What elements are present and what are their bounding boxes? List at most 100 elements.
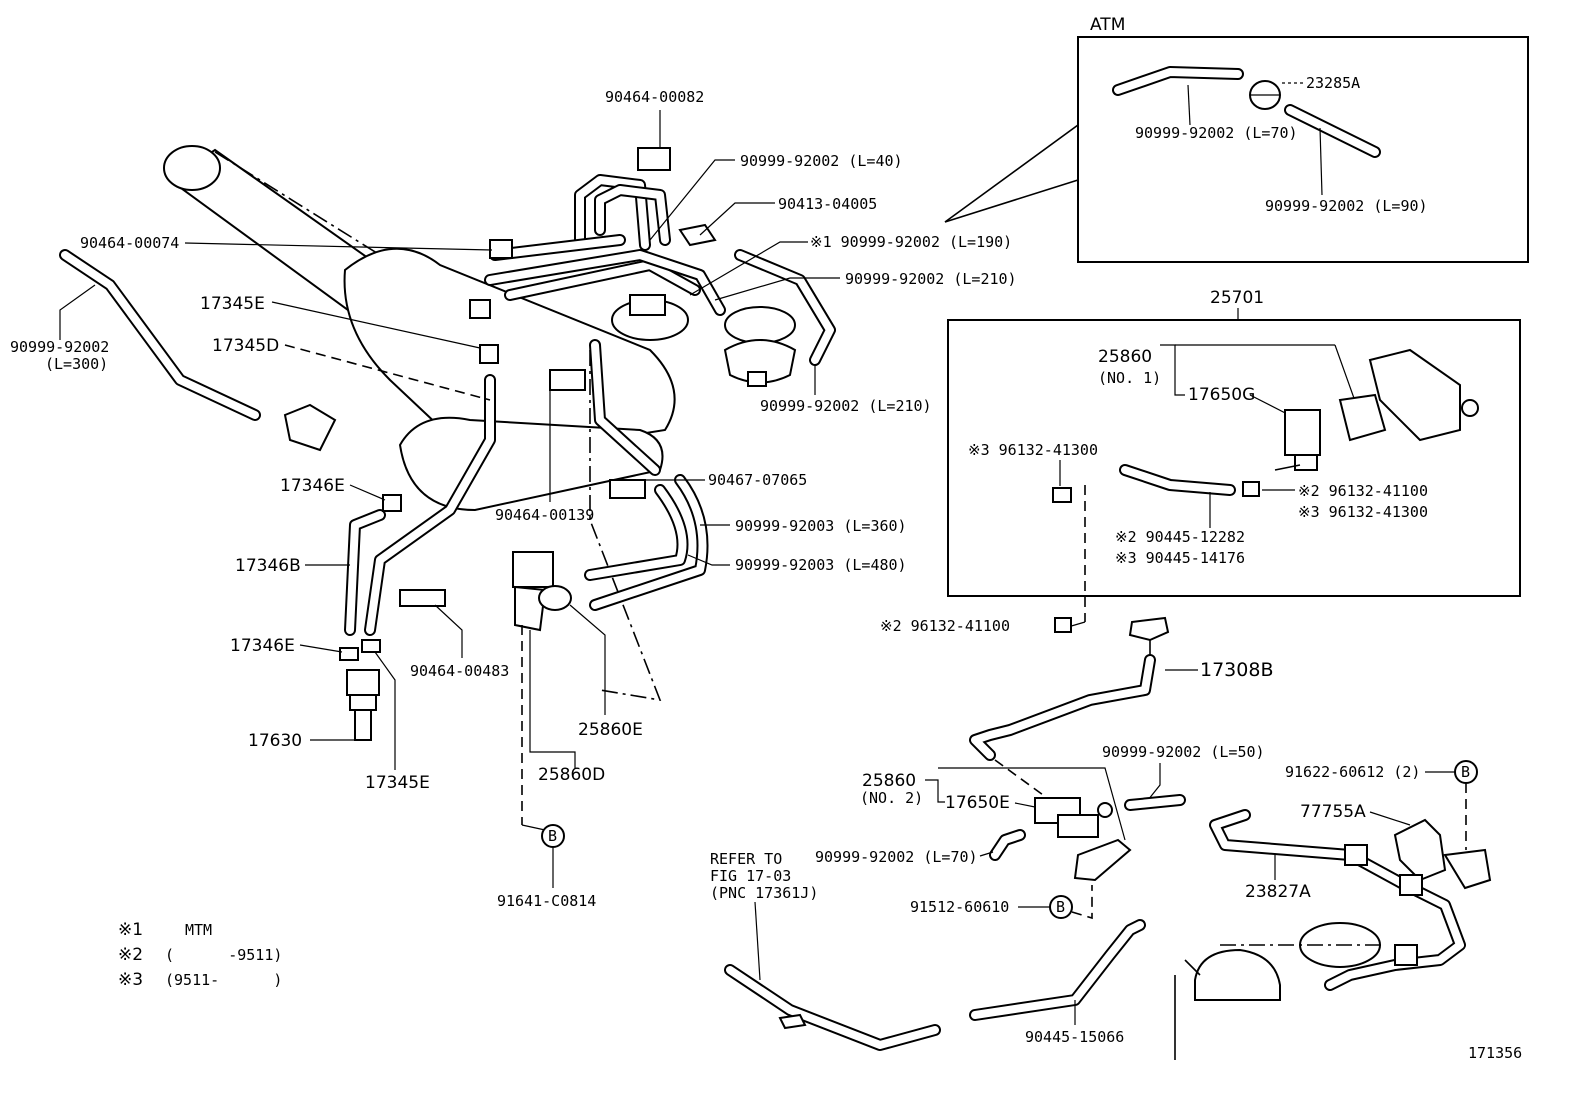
- label-l210b: 90999-92002 (L=210): [760, 397, 932, 415]
- clamp-96132-top: [1052, 487, 1072, 503]
- legend-text-2: ( -9511): [165, 946, 282, 964]
- legend-mark-3: ※3: [118, 970, 143, 990]
- leader-25860-no2: [938, 767, 1126, 841]
- label-90464-00074: 90464-00074: [80, 234, 179, 252]
- atm-valve-23285A: [1249, 80, 1281, 110]
- leader-17346E-bot: [299, 644, 343, 653]
- label-atm-90: 90999-92002 (L=90): [1265, 197, 1428, 215]
- label-25860-no2-a: 25860: [862, 771, 916, 791]
- atm-hose-70: [1112, 66, 1244, 96]
- label-90467: 90467-07065: [708, 471, 807, 489]
- vsv-upper-valve: [723, 306, 797, 387]
- label-17346B: 17346B: [235, 556, 301, 576]
- label-25701: 25701: [1210, 288, 1264, 308]
- hose-23827A: [1209, 809, 1466, 991]
- bracket-91512: [1073, 838, 1132, 882]
- label-25860-no2-b: (NO. 2): [860, 789, 923, 807]
- leader-17345E-bot: [374, 651, 396, 770]
- label-c2-96132-r: ※2 96132-41100: [1298, 482, 1428, 500]
- vacuum-pipe-bundle: [574, 174, 709, 611]
- canister-valve: [611, 294, 689, 341]
- bracket-25860-no2: [925, 779, 945, 803]
- label-atm-70: 90999-92002 (L=70): [1135, 124, 1298, 142]
- leader-refer: [754, 901, 761, 981]
- label-90464-00483: 90464-00483: [410, 662, 509, 680]
- label-c3-96132-top: ※3 96132-41300: [968, 441, 1098, 459]
- upper-hoses: [484, 234, 836, 366]
- label-c3-90445: ※3 90445-14176: [1115, 549, 1245, 567]
- label-91641: 91641-C0814: [497, 892, 596, 910]
- fuel-tank-section: [1174, 922, 1385, 1060]
- leader-17345D: [284, 344, 491, 401]
- leader-l480: [687, 554, 730, 566]
- label-refer-2: FIG 17-03: [710, 867, 791, 885]
- leader-atm-70: [1187, 84, 1191, 126]
- label-23827A: 23827A: [1245, 882, 1311, 902]
- label-l300-b: (L=300): [45, 355, 108, 373]
- label-90464-00139: 90464-00139: [495, 506, 594, 524]
- hose-l300: [59, 249, 261, 421]
- leader-l40: [649, 159, 735, 241]
- b-marker-1-text: B: [548, 827, 557, 845]
- label-l50: 90999-92002 (L=50): [1102, 743, 1265, 761]
- label-17345D: 17345D: [212, 336, 279, 356]
- label-17345E-bot: 17345E: [365, 773, 430, 793]
- label-25860-no1-b: (NO. 1): [1098, 369, 1161, 387]
- figure-number: 171356: [1468, 1044, 1522, 1062]
- vsv-25860E: [512, 551, 572, 632]
- leader-90464-00483: [434, 604, 463, 658]
- b-marker-3-text: B: [1461, 763, 1470, 781]
- b-marker-2-text: B: [1056, 898, 1065, 916]
- bracket-25860-no1: [1160, 344, 1185, 396]
- label-17345E-top: 17345E: [200, 294, 265, 314]
- label-l40: 90999-92002 (L=40): [740, 152, 903, 170]
- label-90464-00082: 90464-00082: [605, 88, 704, 106]
- clamp-96132-bot: [1054, 617, 1072, 633]
- leader-l50: [1147, 763, 1161, 801]
- filter-cap: [1128, 616, 1170, 655]
- bracket-77755A: [1393, 818, 1492, 890]
- label-l360: 90999-92003 (L=360): [735, 517, 907, 535]
- label-c2-96132-bot: ※2 96132-41100: [880, 617, 1010, 635]
- misc-bracket: [283, 403, 337, 452]
- clamp-96132-r: [1242, 481, 1260, 497]
- label-25860-no1-a: 25860: [1098, 347, 1152, 367]
- leader-77755A: [1369, 811, 1411, 826]
- legend-text-3: (9511- ): [165, 971, 282, 989]
- hose-90445-15066: [969, 919, 1146, 1021]
- leader-25860E: [569, 604, 606, 715]
- label-l210a: 90999-92002 (L=210): [845, 270, 1017, 288]
- leader-l190: [689, 241, 808, 296]
- label-25860E: 25860E: [578, 720, 643, 740]
- vsv-17650E: [1034, 797, 1113, 838]
- hose-17346B: [344, 509, 386, 636]
- label-23285A: 23285A: [1306, 74, 1360, 92]
- label-c3-96132-r: ※3 96132-41300: [1298, 503, 1428, 521]
- label-l70b: 90999-92002 (L=70): [815, 848, 978, 866]
- label-refer-1: REFER TO: [710, 850, 782, 868]
- legend-text-1: MTM: [185, 921, 212, 939]
- leader-17346E-top: [349, 484, 386, 501]
- hose-90445-12282: [1119, 464, 1236, 496]
- label-17346E-top: 17346E: [280, 476, 345, 496]
- label-91622: 91622-60612 (2): [1285, 763, 1420, 781]
- label-c2-90445: ※2 90445-12282: [1115, 528, 1245, 546]
- leader-l210a: [714, 277, 840, 301]
- label-l480: 90999-92003 (L=480): [735, 556, 907, 574]
- leader-25860D: [529, 630, 576, 768]
- label-17346E-bot: 17346E: [230, 636, 295, 656]
- atm-hose-90: [1284, 104, 1381, 158]
- label-77755A: 77755A: [1300, 802, 1366, 822]
- leader-17345E-top: [271, 301, 481, 349]
- dash-17308B: [994, 759, 1051, 801]
- sensor-17630: [346, 669, 380, 741]
- legend: ※1 MTM ※2 ( -9511) ※3 (9511- ): [118, 920, 282, 990]
- centerline-1: [214, 151, 381, 256]
- label-17650E: 17650E: [945, 793, 1010, 813]
- leader-l300: [59, 284, 96, 340]
- label-17630: 17630: [248, 731, 302, 751]
- leader-l70b: [979, 851, 994, 857]
- leader-90464-00074: [184, 242, 493, 251]
- label-refer-3: (PNC 17361J): [710, 884, 818, 902]
